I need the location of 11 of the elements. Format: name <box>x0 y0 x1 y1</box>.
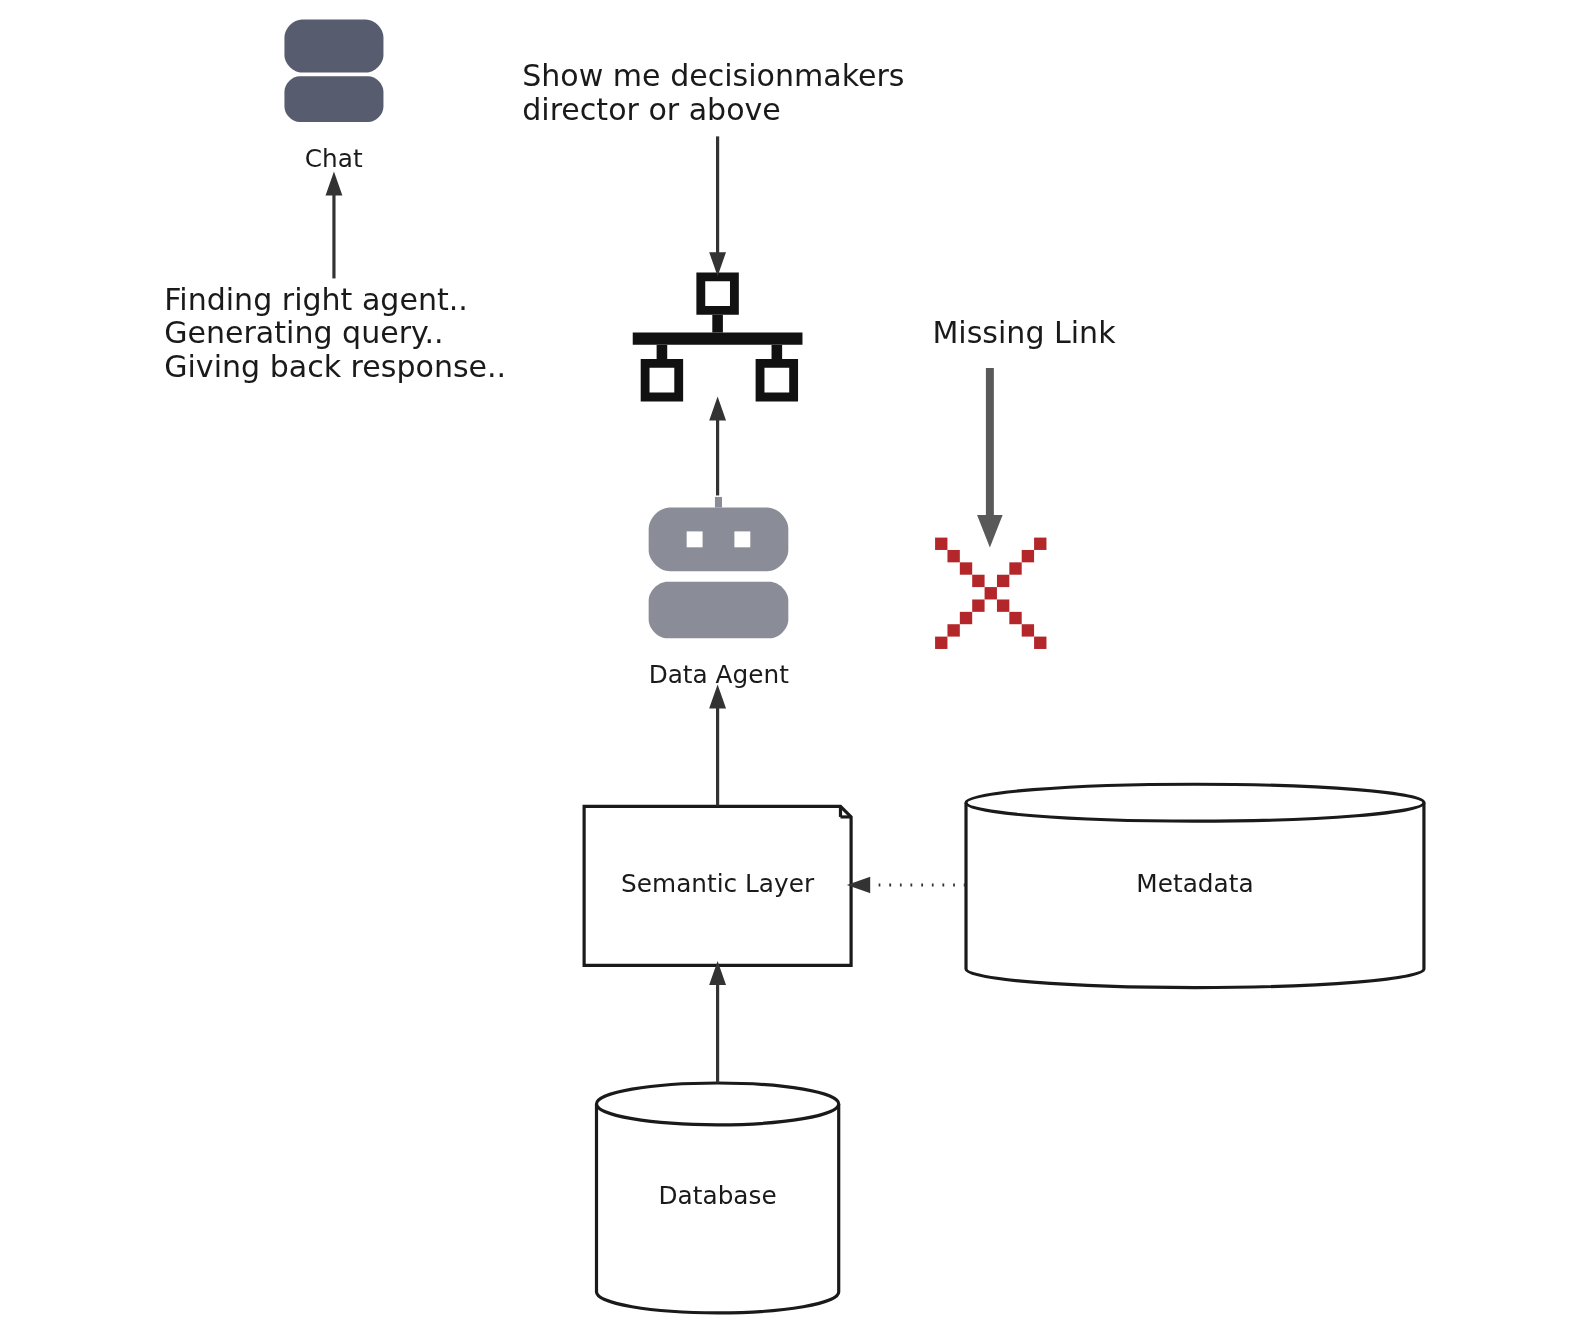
arrow <box>846 876 966 894</box>
node-text: Finding right agent.. Generating query.. Giving back response.. <box>164 281 507 384</box>
arrow <box>325 171 343 279</box>
node-label: Data Agent <box>648 659 789 689</box>
arrow <box>709 960 727 1083</box>
arrow <box>709 396 727 496</box>
node-text: Missing Link <box>932 315 1116 351</box>
arrow <box>709 136 727 277</box>
node-label: Chat <box>304 143 363 173</box>
arrow <box>709 684 727 806</box>
node-text: Show me decisionmakers director or above <box>522 58 905 127</box>
